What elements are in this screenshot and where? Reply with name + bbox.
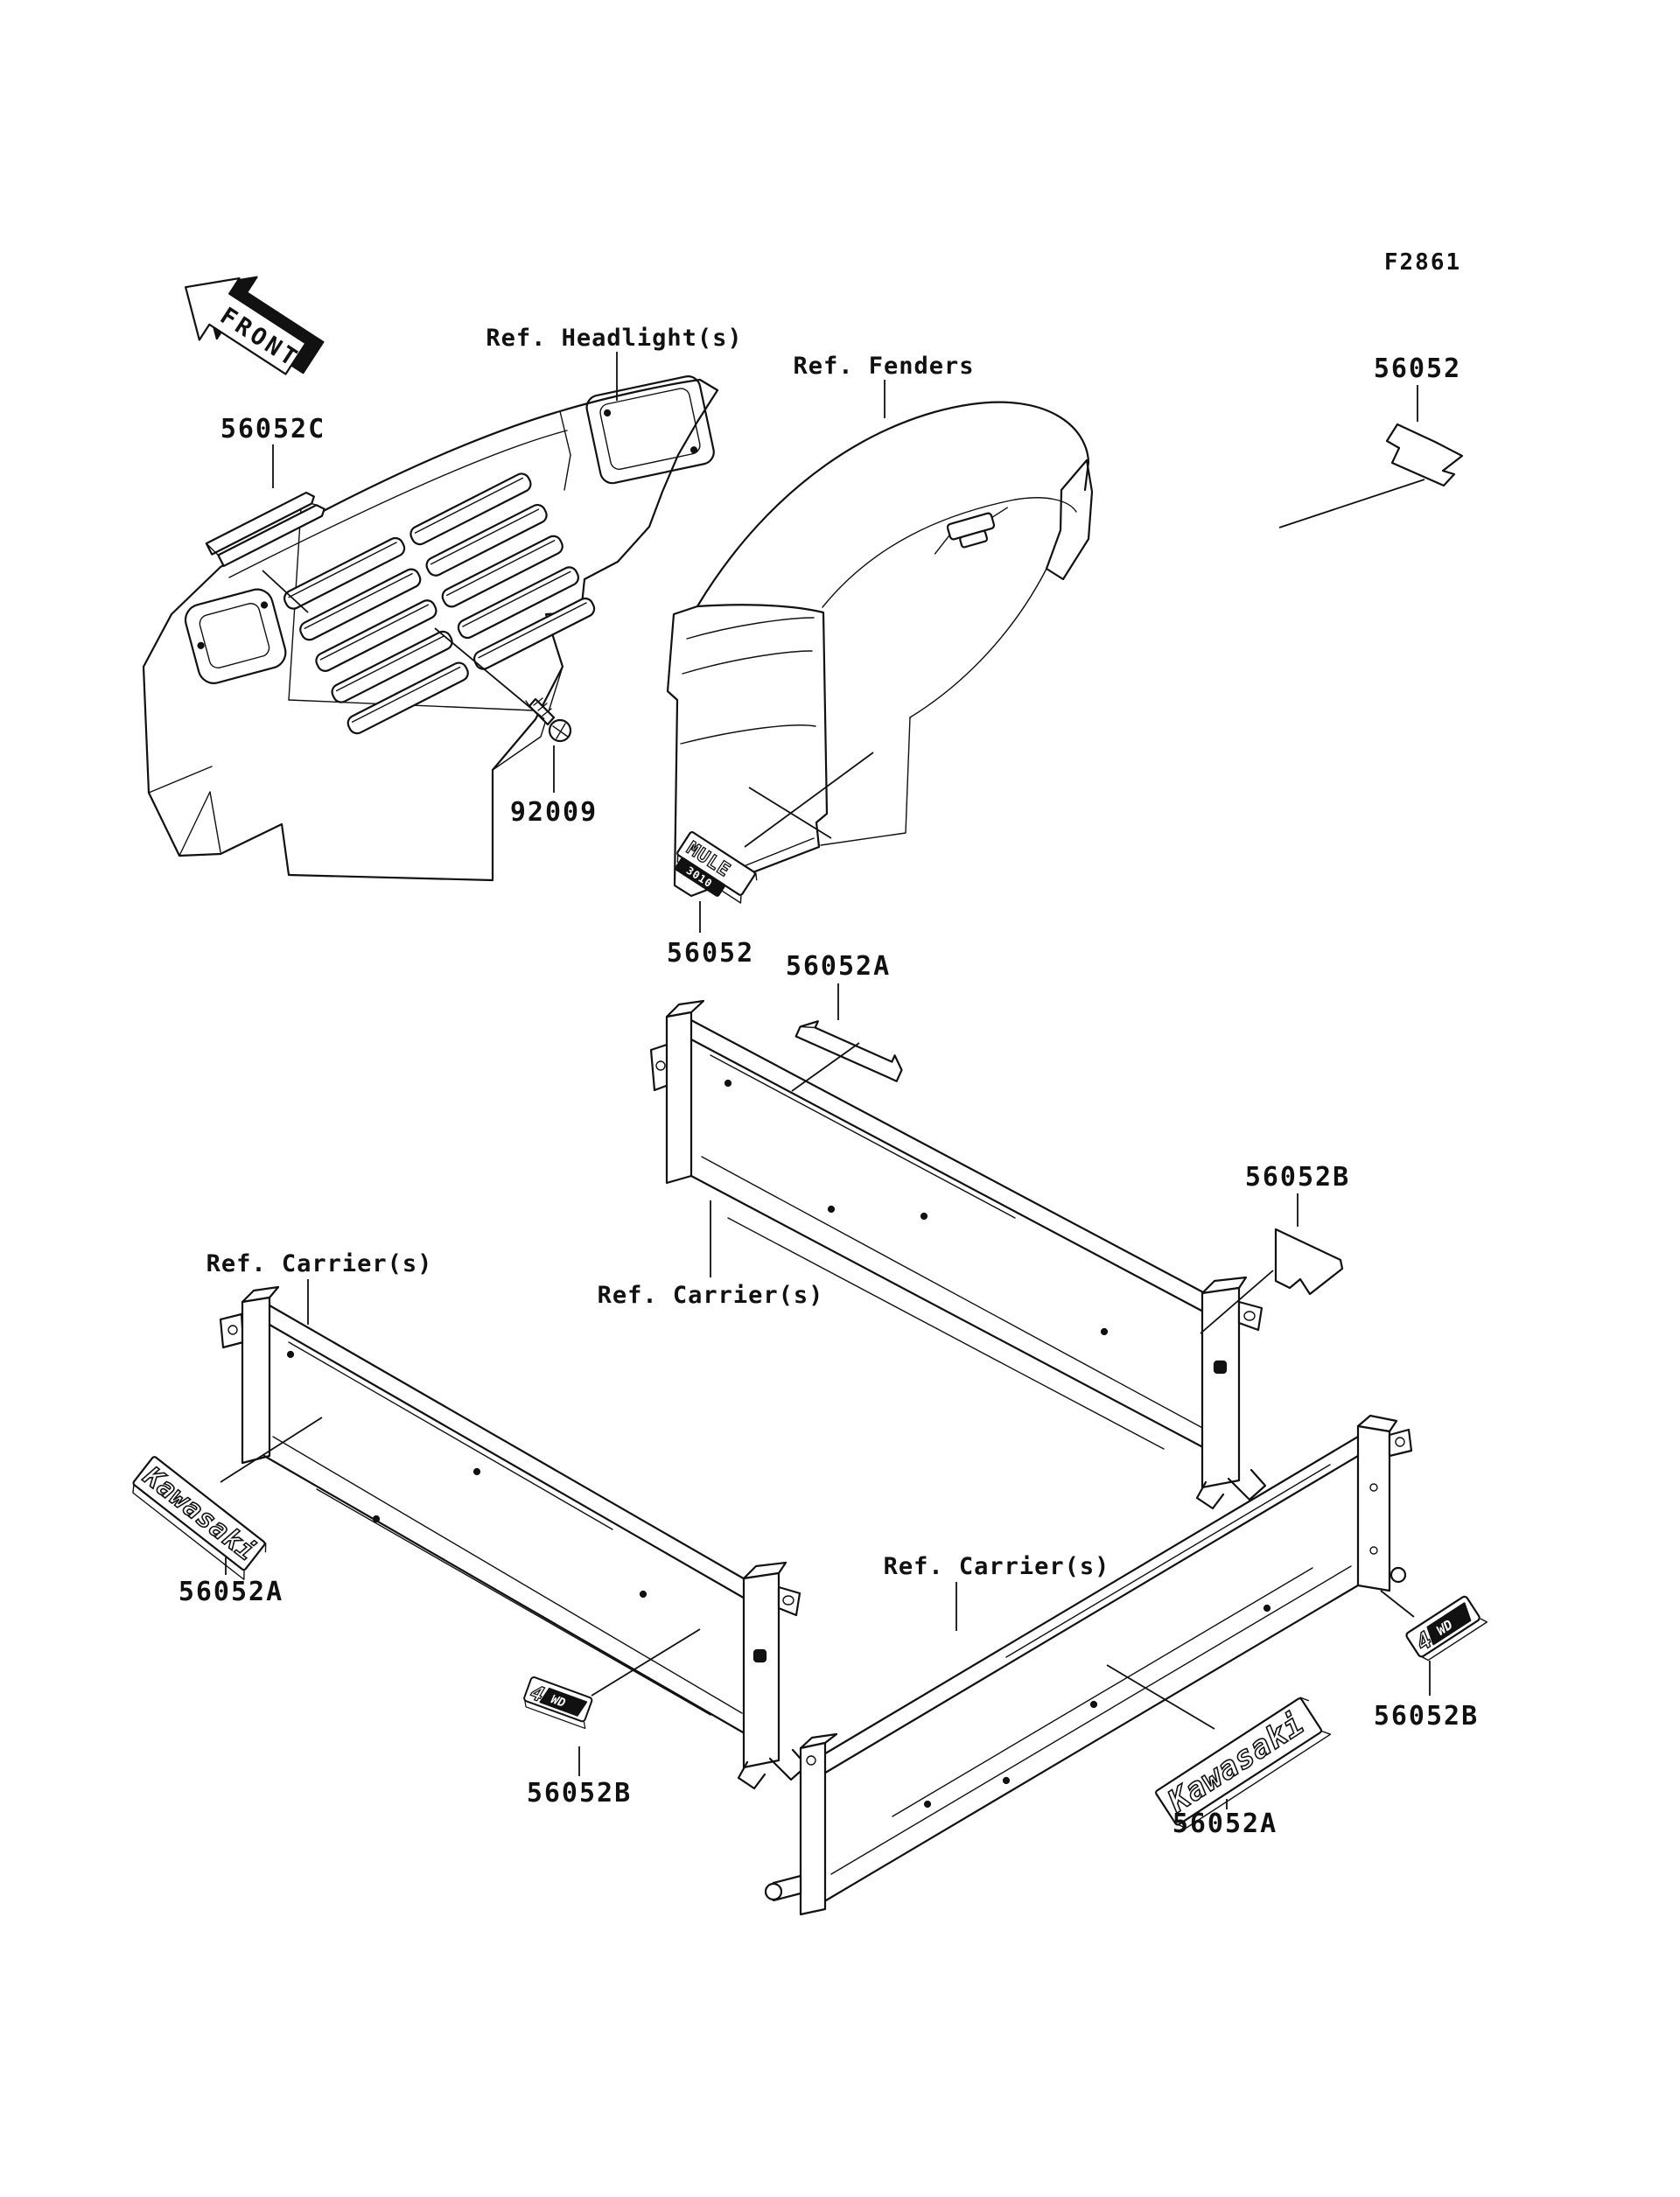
part-label-56052b-middle: 56052B <box>1245 1162 1350 1193</box>
decal-56052b-middle <box>1274 1228 1344 1296</box>
leader-56052c-diag <box>262 570 309 613</box>
part-label-56052-mule: 56052 <box>667 938 754 969</box>
carrier-left-drawing <box>219 1285 808 1790</box>
decal-mule-badge: MULE 3010 <box>675 831 758 904</box>
carrier-middle-drawing <box>649 999 1267 1510</box>
hood-grille-drawing <box>142 375 719 882</box>
grille-slats <box>284 472 596 735</box>
ref-label-fenders: Ref. Fenders <box>793 353 974 380</box>
leader-92009-diag <box>434 627 545 720</box>
carrier-bottom-right-drawing <box>764 1414 1413 1916</box>
leader-56052-fender-diag <box>1278 479 1425 528</box>
leader-56052a-middle-diag <box>791 1042 860 1092</box>
decal-kawasaki-left: Kawasaki <box>132 1456 267 1580</box>
leader-kawasaki-left-diag <box>220 1417 323 1483</box>
part-label-56052a-middle: 56052A <box>786 951 891 982</box>
fender-drawing <box>666 401 1094 898</box>
decal-4wd-right: 4 WD <box>1405 1595 1488 1662</box>
fourwd-letters-left: WD <box>549 1692 567 1711</box>
part-label-56052a-left: 56052A <box>178 1577 284 1607</box>
kawasaki-decal-text-left: Kawasaki <box>137 1460 262 1567</box>
screw-92009-drawing <box>525 697 572 743</box>
part-label-56052b-bottom: 56052B <box>527 1778 632 1809</box>
front-arrow-icon: FRONT <box>185 276 325 375</box>
leader-mule-diag-b <box>748 787 832 839</box>
kawasaki-decal-text-bottom: Kawasaki <box>1162 1706 1312 1820</box>
leader-56052b-right-diag <box>1380 1590 1415 1618</box>
part-label-56052-fender: 56052 <box>1374 353 1461 384</box>
leader-mule-diag-a <box>744 752 874 848</box>
diagram-code: F2861 <box>1384 249 1461 276</box>
part-label-56052c: 56052C <box>220 414 326 444</box>
part-label-56052b-right: 56052B <box>1374 1701 1479 1732</box>
ref-label-headlight: Ref. Headlight(s) <box>486 325 742 352</box>
ref-label-carrier-bottom: Ref. Carrier(s) <box>884 1553 1110 1580</box>
leader-lines <box>220 352 1431 1809</box>
part-label-92009: 92009 <box>510 797 598 828</box>
decal-56052-fender <box>1385 423 1464 487</box>
decal-56052c-strip <box>205 491 326 568</box>
decal-4wd-left: 4 WD <box>523 1676 593 1730</box>
leader-kawasaki-bottom-diag <box>1106 1664 1215 1730</box>
part-label-56052a-bottomright: 56052A <box>1172 1809 1278 1839</box>
ref-label-carrier-middle: Ref. Carrier(s) <box>598 1282 824 1309</box>
leader-56052b-bottom-diag <box>591 1628 701 1697</box>
leader-56052b-middle-diag <box>1200 1270 1274 1334</box>
ref-label-carrier-left: Ref. Carrier(s) <box>206 1250 433 1277</box>
